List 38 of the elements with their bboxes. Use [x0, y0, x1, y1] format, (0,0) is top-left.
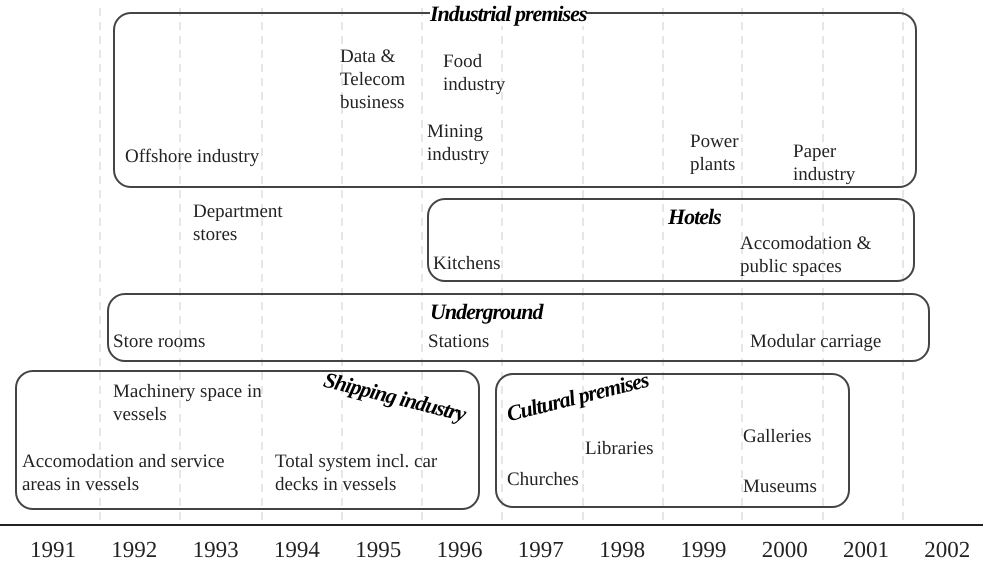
application-label: Offshore industry [125, 145, 260, 168]
year-label: 1994 [274, 538, 320, 561]
year-label: 2001 [843, 538, 889, 561]
year-label: 1992 [111, 538, 158, 561]
sector-box [107, 293, 930, 362]
year-label: 1995 [355, 538, 402, 561]
year-label: 2000 [762, 538, 808, 561]
application-label: Machinery space in vessels [113, 380, 263, 426]
application-label: Museums [743, 475, 818, 498]
application-label: Department stores [193, 200, 284, 246]
application-label: Modular carriage [750, 330, 882, 353]
application-label: Libraries [585, 437, 655, 460]
application-label: Accomodation & public spaces [740, 232, 872, 278]
application-label: Stations [428, 330, 490, 353]
year-label: 1997 [518, 538, 564, 561]
year-label: 1999 [680, 538, 726, 561]
application-label: Paper industry [793, 140, 856, 186]
sector-heading: Cultural premises [504, 368, 651, 426]
sector-box [427, 198, 915, 282]
application-label: Store rooms [113, 330, 206, 353]
application-label: Galleries [743, 425, 813, 448]
application-label: Food industry [443, 50, 506, 96]
application-label: Kitchens [433, 252, 502, 275]
application-label: Churches [507, 468, 580, 491]
year-label: 2002 [924, 538, 970, 561]
sector-box [15, 370, 480, 510]
application-label: Total system incl. car decks in vessels [275, 450, 438, 496]
application-label: Data & Telecom business [340, 45, 406, 114]
application-label: Mining industry [427, 120, 490, 166]
application-label: Accomodation and service areas in vessels [22, 450, 226, 496]
year-label: 1991 [30, 538, 76, 561]
sector-box [495, 373, 850, 508]
application-label: Power plants [690, 130, 740, 176]
year-label: 1996 [436, 538, 482, 561]
year-label: 1998 [599, 538, 646, 561]
year-label: 1993 [192, 538, 239, 561]
sector-heading: Shipping industry [321, 368, 468, 426]
sector-heading: Underground [430, 300, 542, 324]
